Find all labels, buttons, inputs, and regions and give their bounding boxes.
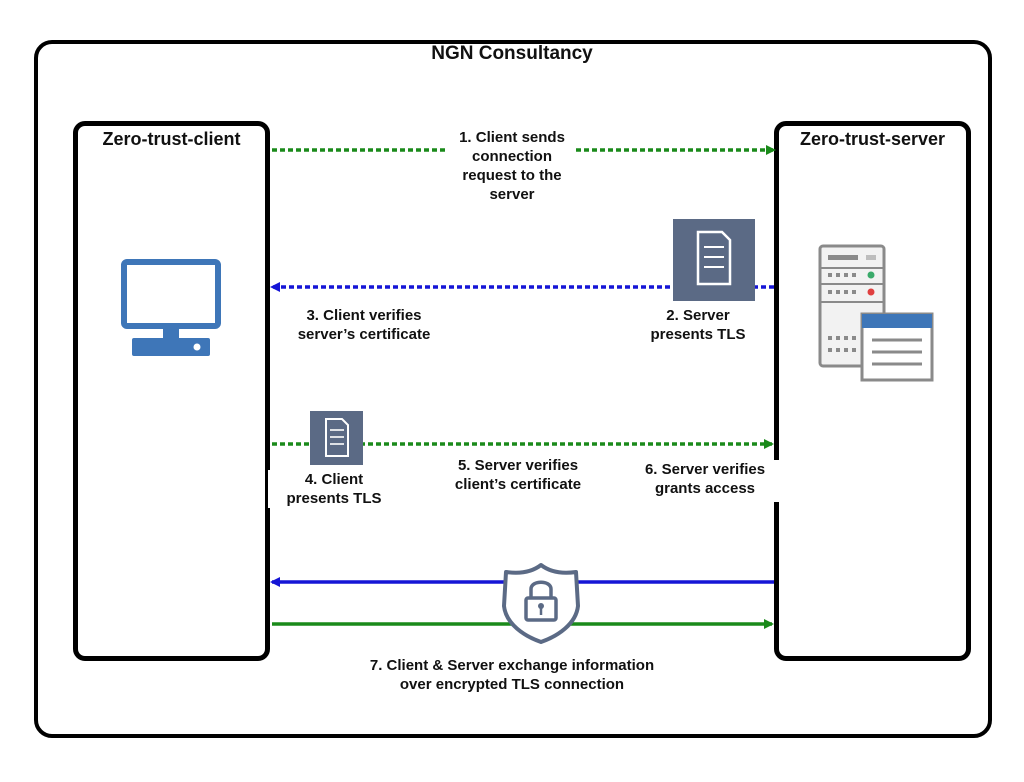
server-node: Zero-trust-server (774, 121, 971, 661)
client-node-label: Zero-trust-client (102, 129, 241, 149)
step4-label: 4. Client presents TLS (268, 470, 400, 508)
shield-lock-icon (502, 563, 580, 644)
page-title: NGN Consultancy (431, 43, 593, 64)
step6-label: 6. Server verifies grants access (630, 460, 780, 502)
server-node-label: Zero-trust-server (799, 129, 946, 149)
document-icon (310, 411, 363, 465)
step7-label: 7. Client & Server exchange information … (369, 657, 655, 693)
desktop-computer-icon (121, 259, 221, 356)
client-node: Zero-trust-client (73, 121, 270, 661)
step1-label: 1. Client sends connection request to th… (448, 128, 576, 204)
step3-label: 3. Client verifies server’s certificate (297, 307, 431, 343)
step5-label: 5. Server verifies client’s certificate (454, 457, 582, 493)
step2-label: 2. Server presents TLS (650, 307, 746, 343)
document-icon (673, 219, 755, 301)
server-rack-icon (818, 244, 934, 382)
diagram-frame (34, 40, 992, 738)
